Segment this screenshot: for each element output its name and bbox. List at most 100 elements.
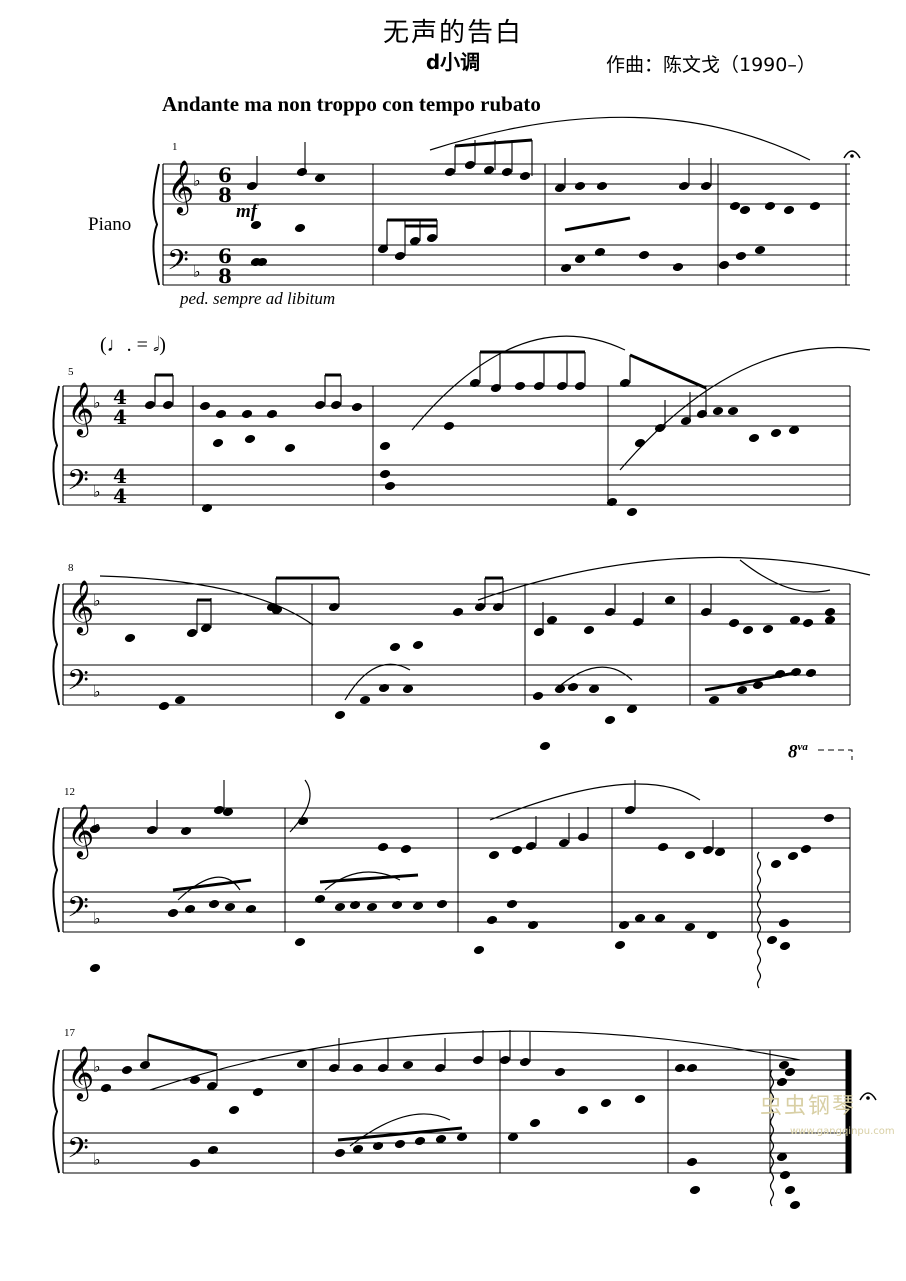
notehead [634,1095,646,1103]
notehead [728,619,740,627]
notehead [604,608,616,616]
notehead [567,683,579,691]
notehead [789,616,801,624]
watermark-logo: 虫虫钢琴 [760,1094,857,1119]
notehead [788,426,800,434]
notehead [735,252,747,260]
notehead [472,1056,484,1064]
notehead [748,434,760,442]
notehead [779,942,791,950]
notehead [167,909,179,917]
notehead [206,1082,218,1090]
measure-number-5: 5 [68,366,74,378]
notehead [686,1158,698,1166]
notehead [624,806,636,814]
notehead [588,685,600,693]
bass-clef: 𝄢 [67,464,89,504]
notehead [443,422,455,430]
notehead [402,1061,414,1069]
fermata-dot [850,154,854,158]
notehead [619,379,631,387]
final-barline [846,1049,852,1174]
key-flat: ♭ [193,264,201,281]
slur [619,346,871,471]
notehead [560,264,572,272]
notehead [426,234,438,242]
notehead [334,903,346,911]
notehead [574,255,586,263]
notehead [554,1068,566,1076]
notehead [366,903,378,911]
ottava-line [818,749,853,760]
beam [704,670,801,692]
notehead [184,905,196,913]
notehead [144,401,156,409]
notehead [654,914,666,922]
notehead [377,245,389,253]
time-sig-denominator: 8 [218,264,232,288]
notehead [488,851,500,859]
notehead [805,669,817,677]
notehead [686,1064,698,1072]
notehead [212,439,224,447]
notehead [783,206,795,214]
arpeggio [769,1069,775,1207]
notehead [402,685,414,693]
pedal-marking: ped. sempre ad libitum [180,289,336,308]
notehead [434,1064,446,1072]
notehead [378,684,390,692]
time-sig-denominator: 8 [218,183,232,207]
notehead [412,902,424,910]
brace [152,163,160,286]
notehead [700,182,712,190]
treble-clef: 𝄞 [167,159,194,215]
fermata [859,1092,877,1101]
notehead [213,806,225,814]
notehead [215,410,227,418]
notehead [391,901,403,909]
notehead [600,1099,612,1107]
notehead [224,903,236,911]
slur [344,663,411,701]
notehead [618,921,630,929]
key-flat: ♭ [93,593,101,610]
notehead [330,401,342,409]
notehead [245,905,257,913]
notehead [294,224,306,232]
notehead [464,161,476,169]
slur [289,779,311,833]
notehead [657,843,669,851]
beam [147,1033,218,1057]
measure-number-8: 8 [68,562,74,574]
notehead [244,435,256,443]
metric-modulation: (♩. = 𝅗𝅥) [100,334,166,356]
key-flat: ♭ [93,484,101,501]
notehead [507,1133,519,1141]
beam [319,873,419,884]
notehead [514,382,526,390]
notehead [252,1088,264,1096]
notehead [702,846,714,854]
notehead [770,429,782,437]
notehead [506,900,518,908]
notehead [527,921,539,929]
notehead [594,248,606,256]
notehead [201,504,213,512]
notehead [729,202,741,210]
score-title: 无声的告白 [382,18,523,48]
score-key: d小调 [425,50,481,74]
notehead [574,382,586,390]
notehead [349,901,361,909]
treble-clef: 𝄞 [67,1045,94,1101]
notehead [186,629,198,637]
brace [52,583,60,706]
notehead [604,716,616,724]
notehead [250,258,262,266]
notehead [574,182,586,190]
notehead [250,221,262,229]
notehead [207,1146,219,1154]
notehead [100,1084,112,1092]
notehead [776,1153,788,1161]
key-flat: ♭ [93,1152,101,1169]
